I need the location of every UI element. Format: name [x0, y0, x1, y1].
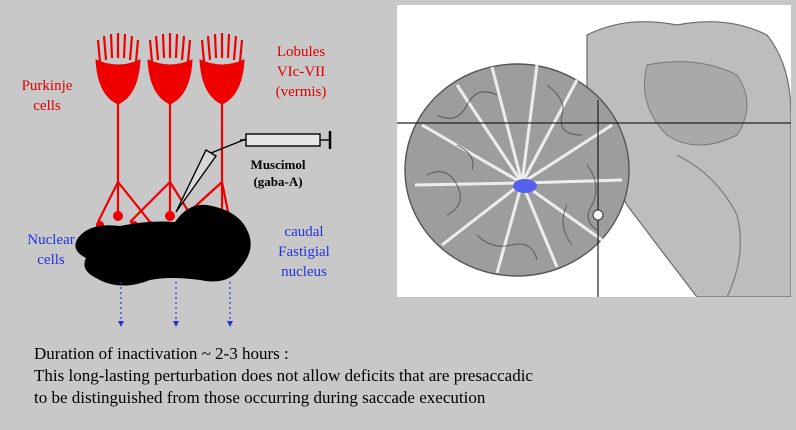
output-arrow-icon: [121, 282, 230, 322]
muscimol-line-2: (gaba-A): [238, 173, 318, 190]
purkinje-cells-label: Purkinje cells: [14, 76, 80, 116]
purkinje-line-1: Purkinje: [14, 76, 80, 96]
purkinje-line-2: cells: [14, 96, 80, 116]
fastigial-line-1: caudal: [264, 222, 344, 242]
lobules-line-2: VIc-VII: [256, 62, 346, 82]
fastigial-nucleus-label: caudal Fastigial nucleus: [264, 222, 344, 282]
injection-needle: [176, 139, 246, 212]
caption-line-3: to be distinguished from those occurring…: [34, 387, 774, 409]
caption-text: Duration of inactivation ~ 2-3 hours : T…: [34, 343, 774, 409]
caption-line-1: Duration of inactivation ~ 2-3 hours :: [34, 343, 774, 365]
purkinje-somata: [96, 60, 244, 104]
lobules-line-3: (vermis): [256, 82, 346, 102]
fastigial-line-3: nucleus: [264, 262, 344, 282]
output-arrowheads: [118, 321, 233, 327]
nuclear-line-2: cells: [18, 250, 84, 270]
lobules-line-1: Lobules: [256, 42, 346, 62]
histology-drawing: [397, 5, 791, 297]
caption-line-2: This long-lasting perturbation does not …: [34, 365, 774, 387]
muscimol-line-1: Muscimol: [238, 156, 318, 173]
syringe-icon: [240, 131, 330, 149]
nuclear-cells-label: Nuclear cells: [18, 230, 84, 270]
lobules-label: Lobules VIc-VII (vermis): [256, 42, 346, 102]
injection-site-marker: [513, 179, 537, 193]
purkinje-cell-icon: [98, 33, 242, 62]
muscimol-label: Muscimol (gaba-A): [238, 156, 318, 190]
cerebellum-sagittal-section-image: [397, 5, 791, 297]
fastigial-line-2: Fastigial: [264, 242, 344, 262]
nuclear-line-1: Nuclear: [18, 230, 84, 250]
